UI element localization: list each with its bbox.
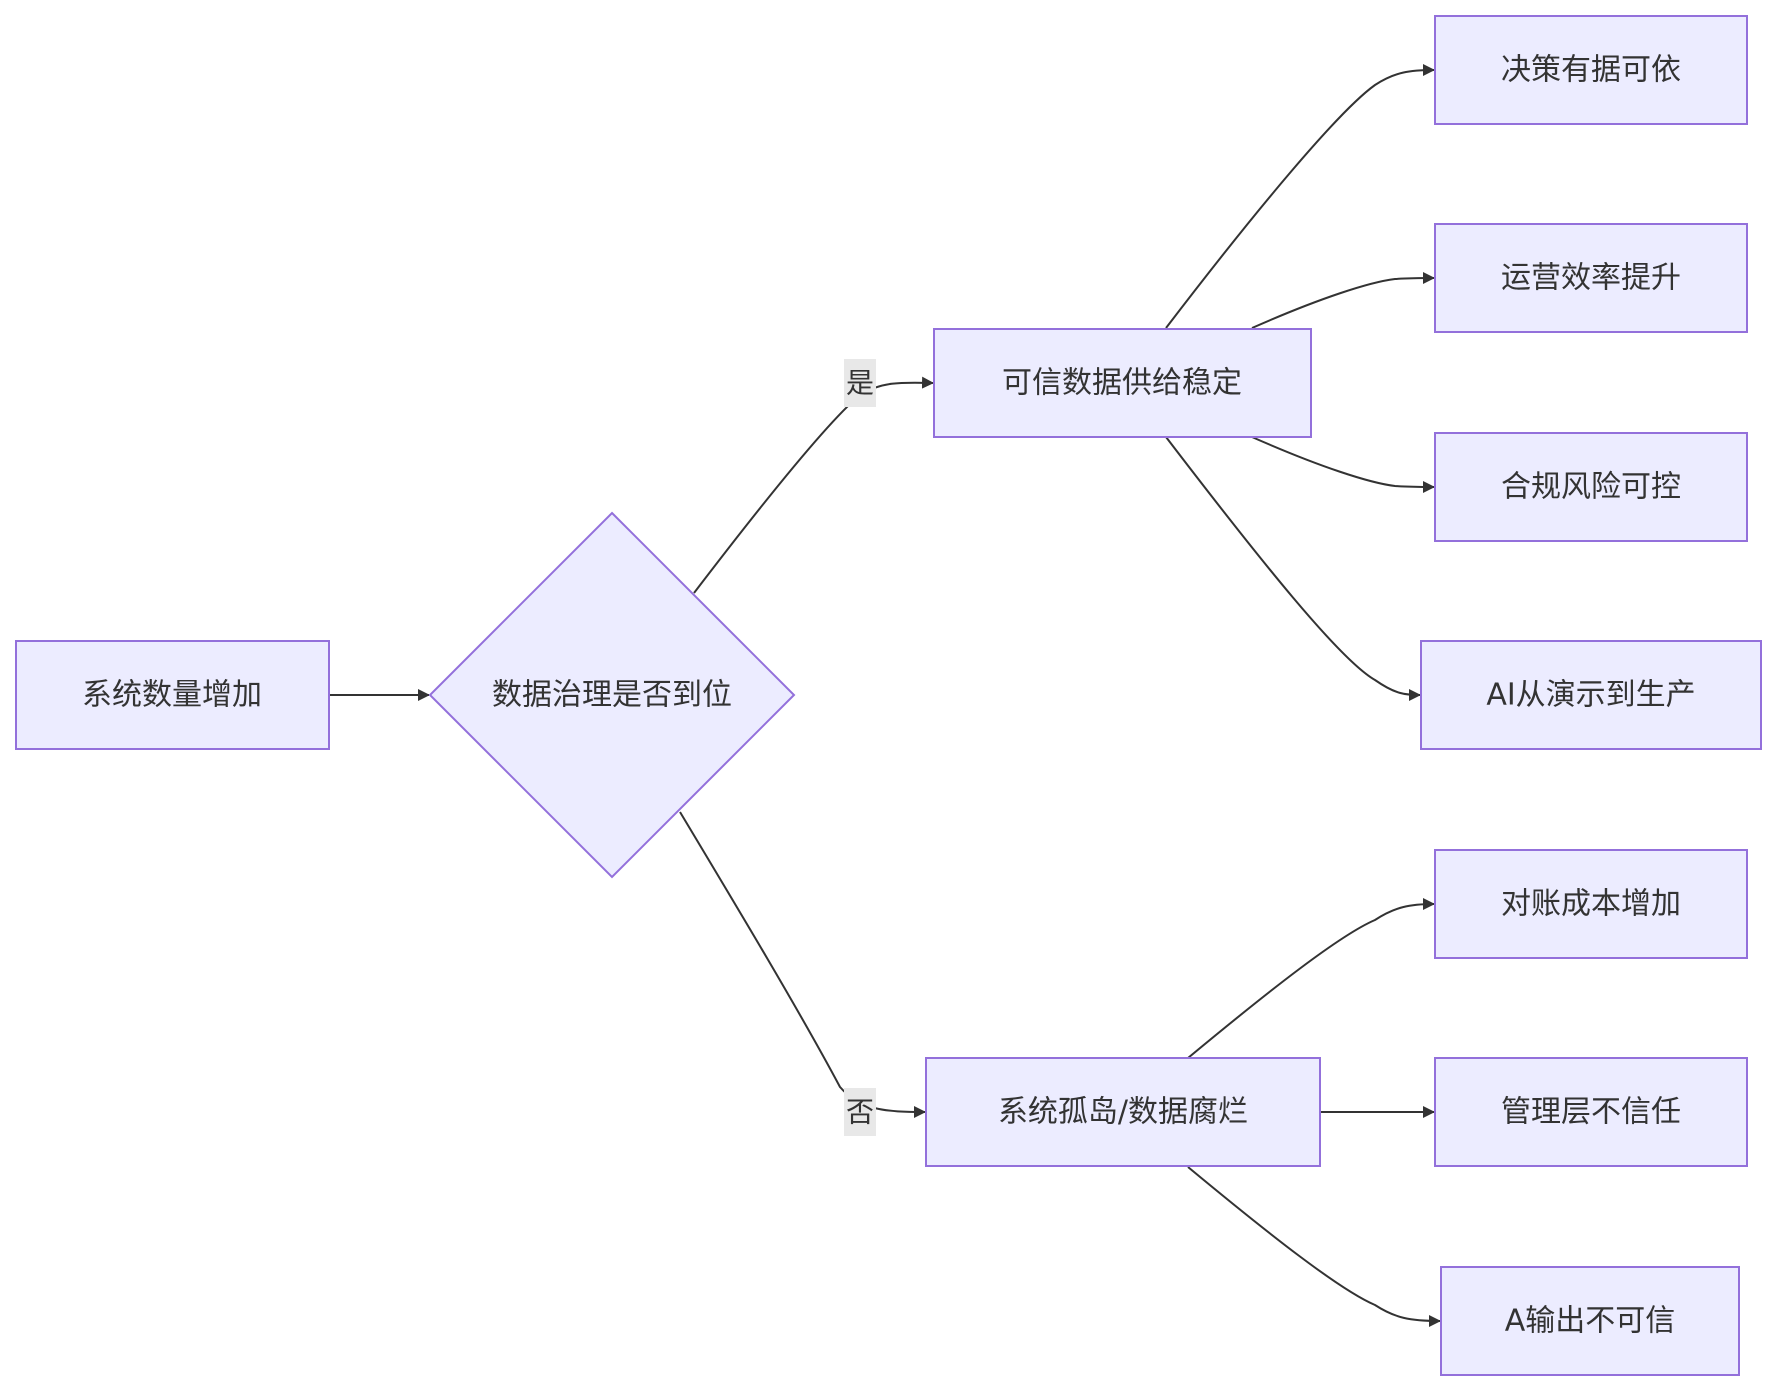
node-outcome-efficiency: 运营效率提升 <box>1434 223 1748 333</box>
node-outcome-ai-label: AI从演示到生产 <box>1486 678 1695 713</box>
node-yes-path: 可信数据供给稳定 <box>933 328 1312 438</box>
node-outcome-decision-label: 决策有据可依 <box>1501 53 1681 88</box>
node-outcome-ai-untrusted: A输出不可信 <box>1440 1266 1740 1376</box>
node-outcome-distrust: 管理层不信任 <box>1434 1057 1748 1167</box>
edge-yes-to-efficiency <box>1251 272 1435 329</box>
node-start: 系统数量增加 <box>15 640 330 750</box>
node-no-path-label: 系统孤岛/数据腐烂 <box>998 1095 1248 1130</box>
node-outcome-compliance-label: 合规风险可控 <box>1501 470 1681 505</box>
edge-yes-to-compliance <box>1251 436 1435 493</box>
node-outcome-reconcile-label: 对账成本增加 <box>1501 887 1681 922</box>
node-outcome-efficiency-label: 运营效率提升 <box>1501 261 1681 296</box>
node-outcome-distrust-label: 管理层不信任 <box>1501 1095 1681 1130</box>
node-outcome-decision: 决策有据可依 <box>1434 15 1748 125</box>
edge-label-no-text: 否 <box>846 1096 874 1129</box>
edge-yes-to-ai <box>1165 436 1421 701</box>
node-decision-label: 数据治理是否到位 <box>492 678 732 713</box>
edge-yes-to-decision-outcome <box>1165 64 1435 329</box>
node-start-label: 系统数量增加 <box>82 678 262 713</box>
node-outcome-ai-untrusted-label: A输出不可信 <box>1505 1304 1676 1339</box>
edge-no-to-reconcile <box>1187 898 1435 1059</box>
node-outcome-ai: AI从演示到生产 <box>1420 640 1762 750</box>
edge-decision-to-yes <box>693 376 934 594</box>
node-yes-path-label: 可信数据供给稳定 <box>1002 366 1242 401</box>
node-no-path: 系统孤岛/数据腐烂 <box>925 1057 1321 1167</box>
edge-label-yes-text: 是 <box>846 367 874 400</box>
edge-decision-to-no <box>679 811 926 1118</box>
edges-group <box>330 64 1441 1327</box>
edge-no-to-ai-untrusted <box>1187 1166 1441 1327</box>
node-outcome-reconcile: 对账成本增加 <box>1434 849 1748 959</box>
node-decision: 数据治理是否到位 <box>428 511 796 879</box>
edge-label-no: 否 <box>844 1088 876 1136</box>
node-outcome-compliance: 合规风险可控 <box>1434 432 1748 542</box>
edge-label-yes: 是 <box>844 359 876 407</box>
